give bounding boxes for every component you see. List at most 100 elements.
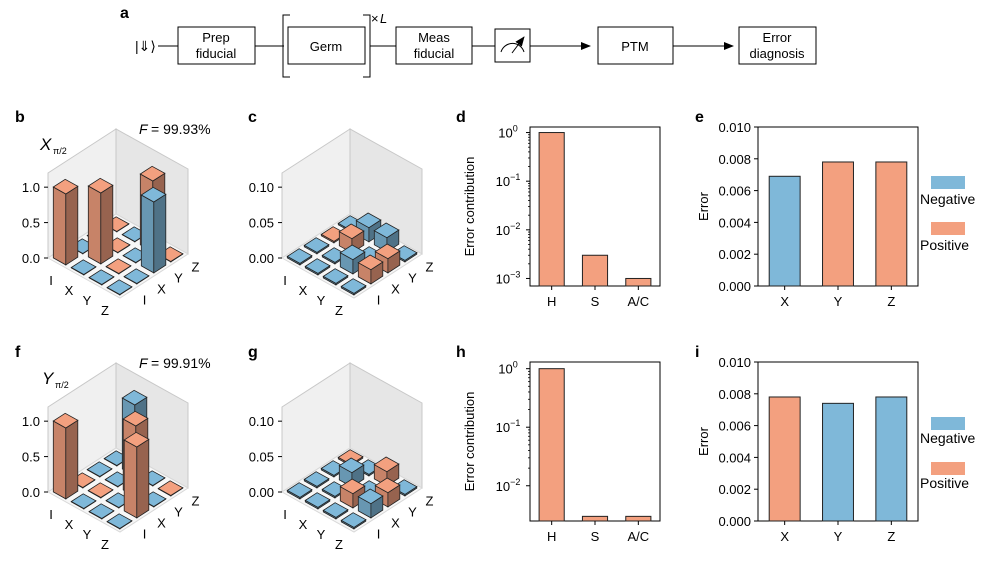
bar-3d — [320, 460, 347, 478]
front-axis-label: I — [49, 273, 53, 288]
bar-face-top — [105, 258, 132, 274]
front-axis-label: X — [299, 517, 308, 532]
bar-x — [768, 396, 801, 522]
y-tick-label: 10−1 — [496, 172, 521, 189]
germ-box — [287, 26, 366, 65]
bar-3d — [140, 186, 167, 274]
z-tick-label: 0.5 — [22, 450, 40, 465]
bar-face-top — [52, 412, 79, 429]
bar-3d — [106, 513, 133, 530]
bar-face-top — [121, 389, 148, 406]
x-tick-label: Y — [834, 294, 843, 309]
bar-face-top — [70, 259, 97, 275]
bar-face-front — [87, 185, 102, 265]
panel-label-h: h — [456, 344, 466, 361]
front-axis-label: X — [65, 517, 74, 532]
bar-y — [822, 402, 854, 522]
y-tick-label: 0.010 — [718, 355, 751, 370]
front-axis-label: Z — [335, 303, 343, 318]
y-tick-label: 0.006 — [718, 184, 751, 199]
side-axis-label: Z — [426, 260, 434, 275]
front-axis-label: X — [299, 283, 308, 298]
front-axis-label: Y — [317, 293, 326, 308]
y-axis-label: Error contribution — [462, 157, 477, 257]
fidelity-b: F = 99.93% — [139, 121, 211, 137]
bar-face-top — [286, 482, 313, 498]
bar-face-top — [123, 268, 150, 284]
y-tick-label: 0.004 — [718, 215, 751, 230]
bar-face-top — [140, 186, 167, 203]
bar-face-front — [140, 194, 155, 274]
gate-subscript: π/2 — [55, 380, 69, 390]
bar-z — [875, 396, 908, 522]
repeat-times: × — [371, 11, 379, 26]
bar-face-top — [52, 178, 79, 195]
fidelity-symbol: F — [139, 121, 149, 137]
y-tick-label: 0.000 — [718, 279, 751, 294]
z-tick-label: 0.10 — [249, 180, 274, 195]
bar-3d — [87, 482, 114, 499]
bar-3d — [286, 248, 313, 266]
side-axis-label: Z — [192, 260, 200, 275]
panel-label-d: d — [456, 109, 466, 126]
front-axis-label: Y — [83, 527, 92, 542]
legend-swatch-positive — [931, 462, 965, 475]
bar-face-top — [357, 254, 384, 271]
side-axis-label: Z — [192, 494, 200, 509]
bar-face-top — [106, 279, 133, 295]
y-tick-label: 0.000 — [718, 514, 751, 529]
y-tick-label: 10−2 — [496, 221, 521, 238]
y-tick-label: 0.010 — [718, 120, 751, 135]
legend-swatch-negative — [931, 417, 965, 430]
front-axis-label: Z — [101, 537, 109, 552]
bar-3d — [123, 431, 150, 519]
front-axis-label: I — [283, 273, 287, 288]
bar-3d — [157, 480, 184, 497]
y-axis-label: Error — [696, 191, 711, 221]
legend-label-positive: Positive — [920, 475, 969, 491]
bar-3d — [70, 259, 97, 276]
bar-face-top — [338, 223, 365, 240]
z-tick-label: 0.0 — [22, 485, 40, 500]
panel-label-c: c — [248, 109, 257, 126]
side-axis-label: Y — [174, 505, 183, 520]
meter-icon — [494, 28, 531, 63]
front-axis-label: Z — [335, 537, 343, 552]
bar-3d — [304, 492, 331, 510]
z-tick-label: 0.00 — [249, 485, 274, 500]
bar-ac — [625, 515, 652, 522]
bar-face-top — [139, 165, 166, 182]
meas-fiducial-box — [395, 26, 473, 65]
ptm-label: PTM — [621, 39, 648, 54]
x-tick-label: A/C — [627, 529, 649, 544]
y-tick-label: 0.008 — [718, 387, 751, 402]
side-axis-label: Y — [408, 271, 417, 286]
bar-face-front — [52, 420, 67, 500]
bar-face-top — [373, 456, 400, 473]
side-axis-label: X — [157, 516, 166, 531]
bar-3d — [87, 177, 114, 265]
side-axis-label: I — [377, 293, 381, 308]
bar-3d — [303, 237, 330, 255]
bar-3d — [86, 461, 113, 478]
panel-label-g: g — [248, 344, 258, 361]
bar-3d — [52, 412, 79, 500]
bar-face-side — [65, 185, 79, 266]
legend-swatch-positive — [931, 222, 965, 235]
bar-3d — [286, 482, 313, 500]
bar-3d — [105, 258, 132, 275]
error-diagnosis-box — [738, 26, 817, 65]
bar-face-side — [65, 419, 79, 500]
bar-3d — [357, 488, 384, 519]
bar-face-top — [340, 278, 367, 294]
flow-diagram: a |⇓⟩ Prep fiducial Germ × L Meas fiduci… — [120, 5, 817, 78]
fidelity-value: = 99.91% — [151, 355, 211, 371]
fidelity-f: F = 99.91% — [139, 355, 211, 371]
error-diagnosis-line1: Error — [763, 30, 793, 45]
z-tick-label: 0.10 — [249, 414, 274, 429]
legend-label-positive: Positive — [920, 237, 969, 253]
